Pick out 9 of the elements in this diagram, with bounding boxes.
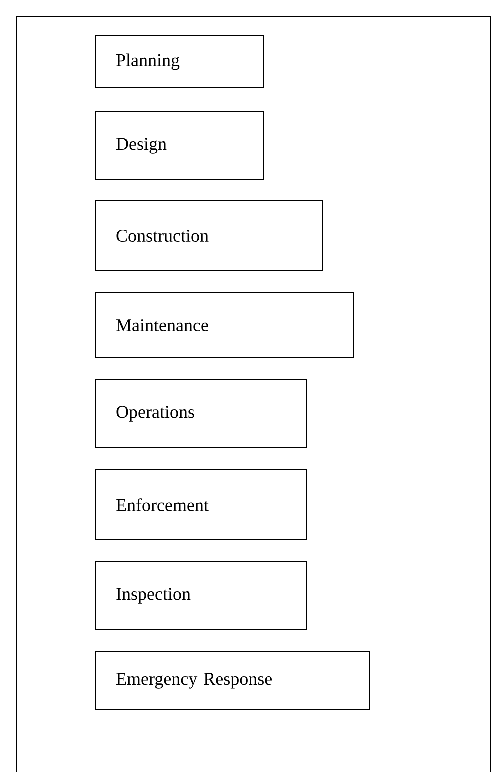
- stage-box: Operations: [96, 380, 308, 448]
- stage-box: Inspection: [96, 562, 308, 630]
- stage-box: Construction: [96, 200, 324, 272]
- stage-box: Emergency Response: [96, 652, 370, 710]
- stage-box: Enforcement: [96, 470, 308, 540]
- frame-box: [16, 16, 492, 772]
- stage-box: Design: [96, 112, 264, 180]
- stage-box: Planning: [96, 36, 264, 88]
- stage-box: Maintenance: [96, 292, 354, 358]
